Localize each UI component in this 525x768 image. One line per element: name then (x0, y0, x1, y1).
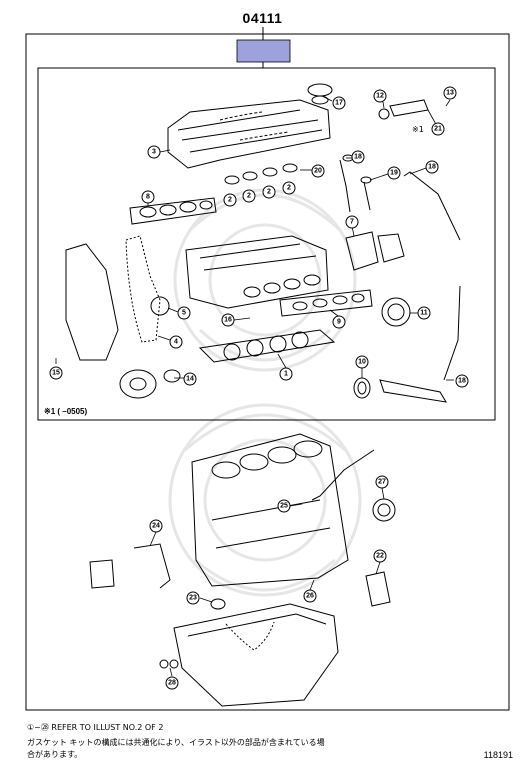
callout-21: 21 (434, 126, 442, 133)
callout-24: 24 (152, 523, 160, 530)
callout-12: 12 (376, 93, 384, 100)
callout-22: 22 (376, 553, 384, 560)
water-pump (119, 369, 181, 399)
cylinder-head-cover (167, 99, 331, 169)
watermark (168, 188, 362, 597)
callout-16: 16 (224, 317, 232, 324)
callout-1: 1 (284, 371, 288, 378)
oil-pan (173, 603, 339, 707)
oil-strainer (210, 598, 226, 610)
callout-18: 18 (354, 154, 362, 161)
cylinder-block (191, 433, 349, 587)
callout-18: 18 (428, 164, 436, 171)
callout-2: 2 (228, 197, 232, 204)
callout-26: 26 (306, 593, 314, 600)
callout-circles (49, 86, 469, 690)
callout-2: 2 (247, 193, 251, 200)
callout-10: 10 (358, 359, 366, 366)
callout-25: 25 (280, 503, 288, 510)
callout-3: 3 (152, 149, 156, 156)
footnote-refer: ①~㉘ REFER TO ILLUST NO.2 OF 2 (27, 723, 164, 732)
oil-seal-and-ring (353, 297, 411, 399)
exhaust-manifold-gasket (279, 289, 373, 317)
callout-11: 11 (420, 310, 428, 317)
intake-manifold-gasket (129, 197, 217, 225)
callout-23: 23 (189, 595, 197, 602)
callout-27: 27 (378, 479, 386, 486)
callout-13: 13 (446, 90, 454, 97)
kit-label-box (236, 39, 291, 63)
callout-14: 14 (186, 376, 194, 383)
callout-2: 2 (267, 189, 271, 196)
footnote-kit-contents: ガスケット キットの構成には共通化により、イラスト以外の部品が含まれている場合が… (27, 738, 325, 759)
callout-2: 2 (287, 185, 291, 192)
callout-18: 18 (458, 378, 466, 385)
valve-parts (339, 154, 461, 241)
knock-sensor (365, 571, 391, 607)
variant-marker: ※1 (412, 125, 424, 134)
spark-plug-tube-gaskets (224, 163, 298, 185)
timing-cover-gaskets (65, 235, 170, 361)
cylinder-head-gasket (198, 329, 336, 363)
callout-4: 4 (174, 339, 178, 346)
callout-7: 7 (350, 219, 354, 226)
drain-plug (159, 659, 179, 669)
thermostat-housing (345, 231, 405, 271)
injector (378, 99, 429, 120)
variant-note: ※1 ( –0505) (44, 407, 88, 416)
callout-15: 15 (52, 370, 60, 377)
figure-number: 118191 (483, 750, 513, 760)
inner-frame (37, 67, 496, 421)
rear-oil-seal (372, 498, 396, 522)
oil-level-gauge (379, 285, 461, 403)
callout-5: 5 (182, 310, 186, 317)
outer-frame (25, 33, 510, 711)
rear-bracket (89, 543, 171, 589)
callout-28: 28 (168, 680, 176, 687)
callout-17: 17 (335, 100, 343, 107)
cylinder-head (185, 235, 329, 309)
callout-20: 20 (314, 168, 322, 175)
oil-dipstick-guide (311, 449, 375, 501)
oil-filler-cap (307, 83, 333, 105)
page-title: 04111 (242, 10, 283, 26)
callout-8: 8 (146, 194, 150, 201)
callout-19: 19 (390, 170, 398, 177)
callout-9: 9 (337, 319, 341, 326)
